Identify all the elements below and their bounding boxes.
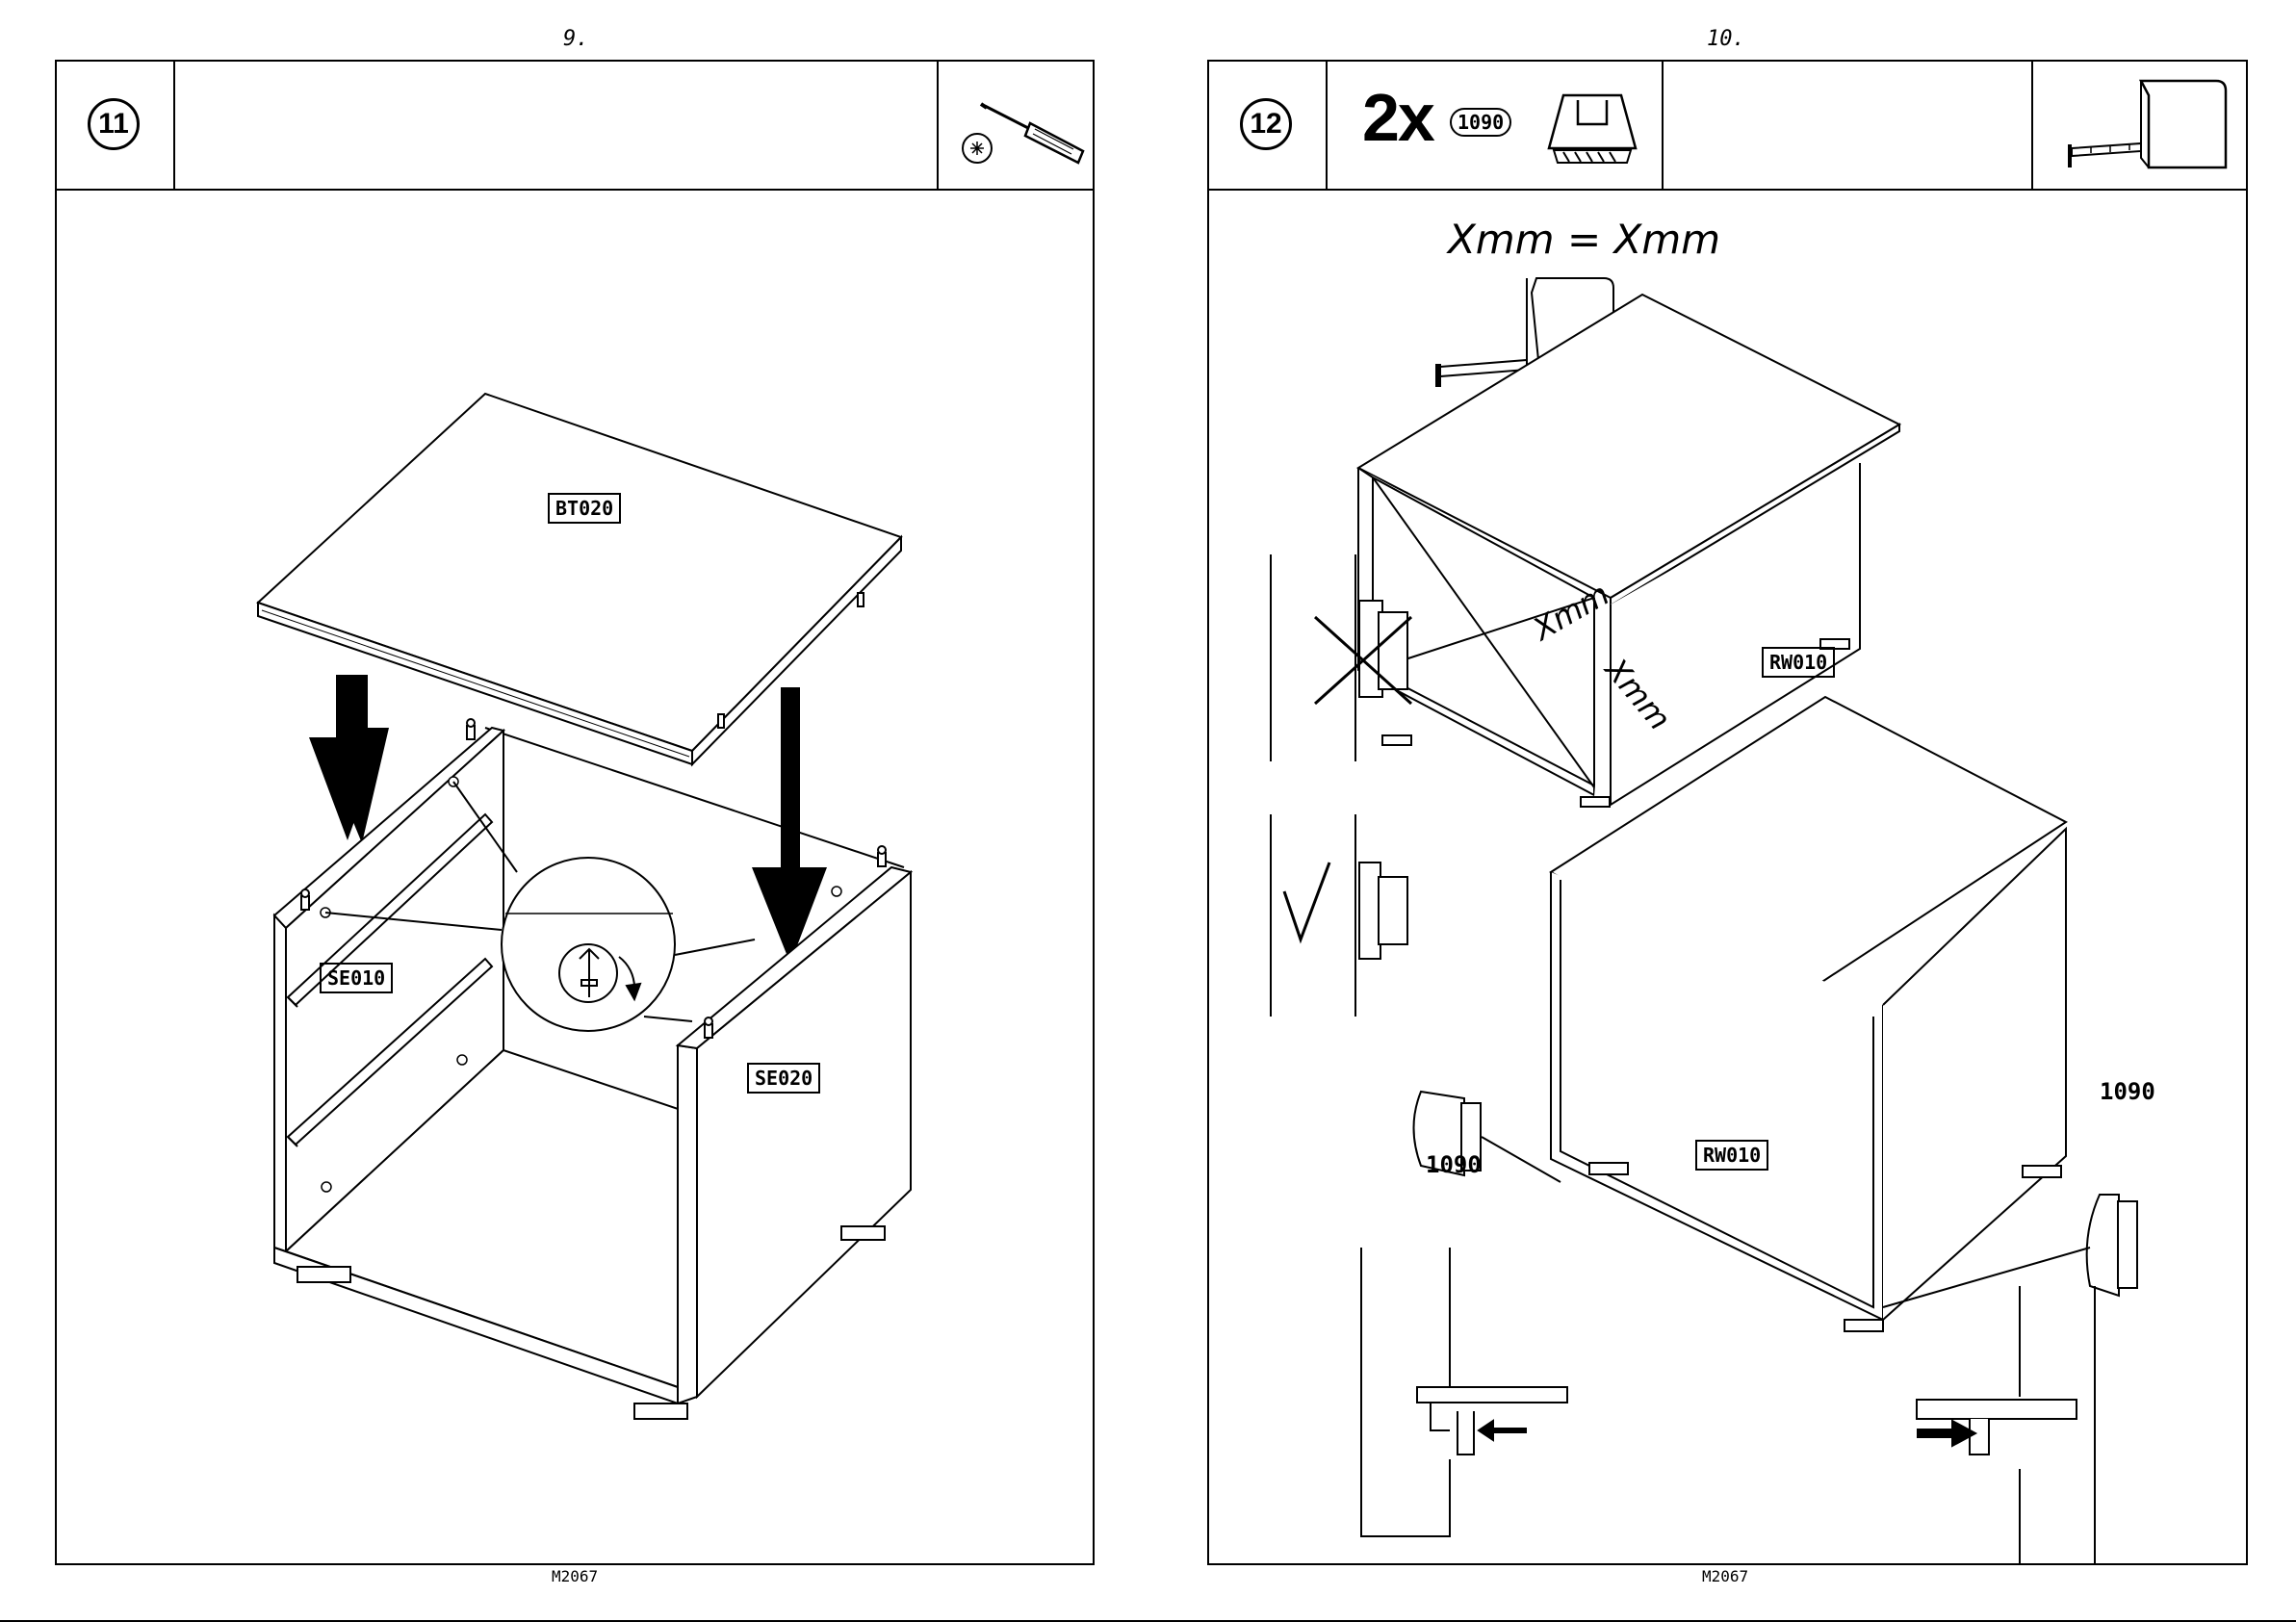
down-arrow-right (752, 687, 827, 964)
step-header-left: 11 (57, 62, 1093, 191)
step-number-badge: 12 (1240, 98, 1292, 150)
footer-code-left: M2067 (552, 1567, 598, 1585)
step-number-badge: 11 (88, 98, 140, 150)
part-label-bt020: BT020 (548, 493, 621, 524)
page-number-left: 9. (563, 27, 589, 51)
back-panel-clip-icon (1535, 71, 1650, 177)
step-number-cell: 12 (1209, 62, 1328, 189)
step-header-right: 12 2x 1090 (1209, 62, 2246, 191)
assembly-drawing-step-11 (57, 189, 1093, 1563)
part-label-rw010-top: RW010 (1762, 647, 1835, 678)
part-quantity: 2x (1362, 79, 1433, 156)
page-number-right: 10. (1707, 27, 1745, 51)
clip-label-1090-right: 1090 (2100, 1078, 2155, 1105)
part-label-se010: SE010 (320, 963, 393, 993)
clip-label-1090-left: 1090 (1426, 1151, 1482, 1178)
clip-detail-left (1361, 1248, 1567, 1536)
step-number-cell: 11 (57, 62, 175, 189)
assembly-drawing-step-12: Xmm Xmm (1209, 189, 2246, 1563)
step-parts-cell (175, 62, 939, 189)
measure-equation: Xmm = Xmm (1448, 216, 1720, 263)
part-code-badge: 1090 (1450, 108, 1511, 137)
step-parts-cell: 2x 1090 (1328, 62, 1664, 189)
phillips-screwdriver-icon (939, 62, 1093, 187)
down-arrow-left (309, 675, 389, 843)
instruction-panel-right: 12 2x 1090 (1207, 60, 2248, 1565)
step-tool-cell (2033, 62, 2246, 189)
instruction-panel-left: 11 (55, 60, 1095, 1565)
step-empty-cell (1664, 62, 2033, 189)
tape-measure-icon (2033, 62, 2245, 187)
clip-inset-correct (1271, 814, 1407, 1017)
step-tool-cell (939, 62, 1093, 189)
footer-code-right: M2067 (1702, 1567, 1748, 1585)
part-label-rw010-bottom: RW010 (1695, 1140, 1768, 1171)
clip-detail-right (1917, 1286, 2095, 1563)
part-label-se020: SE020 (747, 1063, 820, 1094)
